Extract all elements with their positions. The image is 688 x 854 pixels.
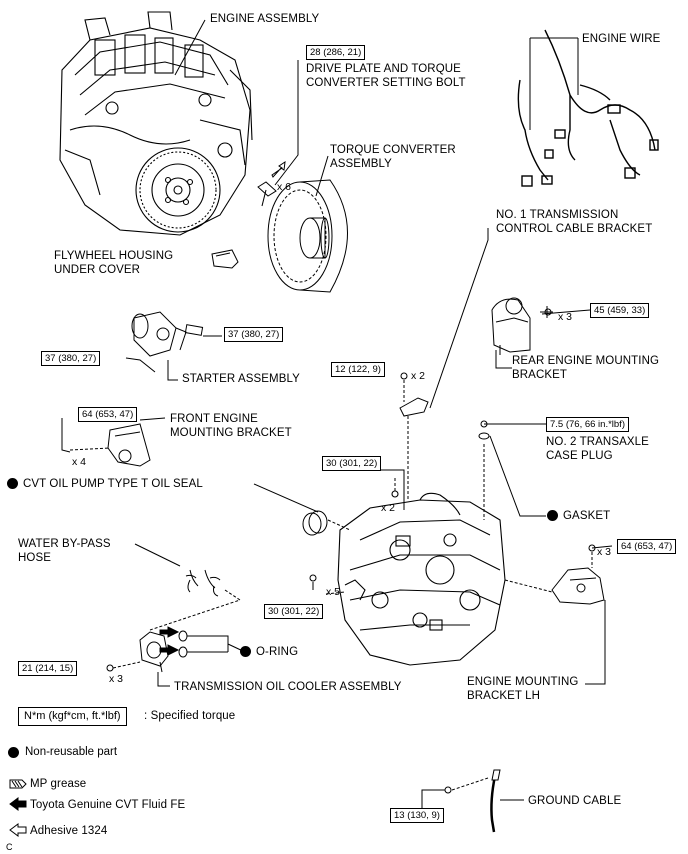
label-torque-converter: TORQUE CONVERTER ASSEMBLY xyxy=(330,144,456,170)
torque-ground: 13 (130, 9) xyxy=(390,808,444,823)
qty-mount-lh: x 3 xyxy=(597,546,612,558)
rear-mount-drawing xyxy=(491,297,531,355)
qty-upper-bolts: x 2 xyxy=(381,502,396,514)
non-reusable-marker-o-ring xyxy=(240,646,251,657)
torque-drive-plate: 28 (286, 21) xyxy=(306,45,366,60)
torque-starter-lower: 37 (380, 27) xyxy=(41,351,101,366)
torque-mount-lh: 64 (653, 47) xyxy=(617,539,677,554)
qty-no1-bracket: x 2 xyxy=(411,370,426,382)
qty-rear-mount: x 3 xyxy=(558,311,573,323)
label-oil-cooler: TRANSMISSION OIL COOLER ASSEMBLY xyxy=(174,681,402,693)
legend-adhesive: Adhesive 1324 xyxy=(30,825,108,837)
torque-no1-bracket: 12 (122, 9) xyxy=(331,362,385,377)
non-reusable-marker-oil-seal xyxy=(7,478,18,489)
label-mount-lh: ENGINE MOUNTING BRACKET LH xyxy=(467,676,579,702)
torque-no2-plug: 7.5 (76, 66 in.*lbf) xyxy=(546,417,629,432)
torque-converter-drawing xyxy=(267,179,348,293)
transaxle-drawing xyxy=(337,490,506,666)
torque-lower-bolts: 30 (301, 22) xyxy=(264,604,324,619)
label-water-hose: WATER BY-PASS HOSE xyxy=(18,538,111,564)
label-front-mount: FRONT ENGINE MOUNTING BRACKET xyxy=(170,413,292,439)
starter-drawing xyxy=(131,311,204,357)
qty-front-mount: x 4 xyxy=(72,456,87,468)
fluid-markers xyxy=(159,626,180,656)
mount-lh-drawing xyxy=(551,567,605,605)
front-mount-drawing xyxy=(107,423,151,467)
legend-torque-box: N*m (kgf*cm, ft.*lbf) xyxy=(18,707,127,726)
legend-non-reusable-label: Non-reusable part xyxy=(25,746,118,758)
torque-upper-bolts: 30 (301, 22) xyxy=(322,456,382,471)
non-reusable-icon xyxy=(8,746,19,758)
non-reusable-marker-gasket xyxy=(547,510,558,521)
legend-mp-grease: MP grease xyxy=(30,778,87,790)
qty-drive-plate: x 6 xyxy=(277,181,292,193)
legend-glyphs xyxy=(9,779,27,837)
label-engine-wire: ENGINE WIRE xyxy=(582,33,661,45)
torque-starter-upper: 37 (380, 27) xyxy=(224,327,284,342)
legend-cvt-fluid: Toyota Genuine CVT Fluid FE xyxy=(30,799,186,811)
label-no1-bracket: NO. 1 TRANSMISSION CONTROL CABLE BRACKET xyxy=(496,209,653,235)
label-ground-cable: GROUND CABLE xyxy=(528,795,622,807)
label-no2-plug: NO. 2 TRANSAXLE CASE PLUG xyxy=(546,436,649,462)
label-o-ring: O-RING xyxy=(256,646,299,658)
label-rear-mount: REAR ENGINE MOUNTING BRACKET xyxy=(512,355,660,381)
torque-oil-cooler: 21 (214, 15) xyxy=(18,661,78,676)
torque-front-mount: 64 (653, 47) xyxy=(78,407,138,422)
torque-rear-mount: 45 (459, 33) xyxy=(590,303,650,318)
qty-oil-cooler: x 3 xyxy=(109,673,124,685)
label-gasket: GASKET xyxy=(563,510,611,522)
legend-torque-text: : Specified torque xyxy=(144,710,236,722)
label-flywheel-cover: FLYWHEEL HOUSING UNDER COVER xyxy=(54,250,174,276)
label-oil-seal: CVT OIL PUMP TYPE T OIL SEAL xyxy=(23,478,203,490)
label-starter: STARTER ASSEMBLY xyxy=(182,373,300,385)
qty-lower-bolts: x 5 xyxy=(326,586,341,598)
engine-assembly-drawing xyxy=(59,11,253,236)
legend-non-reusable: Non-reusable part xyxy=(8,746,117,758)
corner-mark: C xyxy=(6,842,13,852)
engine-wire-drawing xyxy=(517,29,659,187)
label-engine-assembly: ENGINE ASSEMBLY xyxy=(210,13,320,25)
label-drive-plate-bolt: DRIVE PLATE AND TORQUE CONVERTER SETTING… xyxy=(306,63,466,89)
